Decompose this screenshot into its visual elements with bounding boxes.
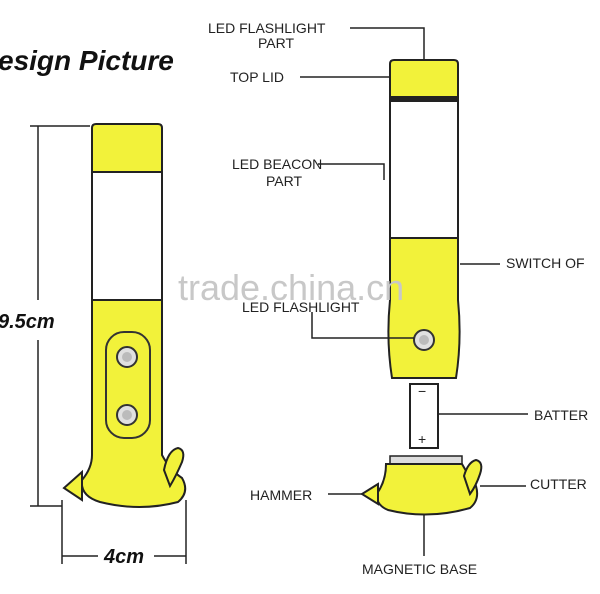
label-top-lid: TOP LID bbox=[230, 69, 284, 85]
label-led-flashlight-part-line2: PART bbox=[258, 35, 294, 51]
battery-icon bbox=[409, 383, 439, 449]
leader-lines bbox=[300, 27, 528, 556]
right-cutter-hook bbox=[462, 458, 483, 497]
width-dimension: 4cm bbox=[61, 500, 187, 568]
right-hammer-tip bbox=[360, 482, 379, 506]
label-switch-off: SWITCH OF bbox=[506, 255, 585, 271]
label-led-beacon-part-line2: PART bbox=[266, 173, 302, 189]
watermark: trade.china.cn bbox=[178, 267, 404, 308]
height-label: 9.5cm bbox=[0, 311, 55, 333]
label-hammer: HAMMER bbox=[250, 487, 312, 503]
exploded-view: − + bbox=[360, 59, 483, 516]
right-flashlight-body bbox=[387, 237, 461, 379]
magnetic-base bbox=[376, 463, 479, 516]
minus-icon: − bbox=[418, 383, 426, 399]
label-cutter: CUTTER bbox=[530, 476, 587, 492]
left-beacon-tube bbox=[91, 171, 163, 309]
label-led-flashlight-part-line1: LED FLASHLIGHT bbox=[208, 20, 326, 36]
plus-icon: + bbox=[418, 431, 426, 447]
left-top-lid bbox=[91, 123, 163, 173]
label-battery: BATTER bbox=[534, 407, 588, 423]
label-led-flashlight: LED FLASHLIGHT bbox=[242, 299, 360, 315]
base-cap bbox=[389, 455, 463, 465]
left-button-rail bbox=[105, 331, 151, 439]
left-cutter-hook bbox=[162, 446, 185, 489]
height-dimension: 9.5cm bbox=[0, 125, 90, 507]
right-top-lid bbox=[389, 59, 459, 101]
label-led-beacon-part-line1: LED BEACON bbox=[232, 156, 322, 172]
assembled-product bbox=[62, 123, 187, 508]
diagram-title: esign Picture bbox=[0, 45, 174, 76]
right-beacon-tube bbox=[389, 100, 459, 246]
width-label: 4cm bbox=[103, 546, 144, 568]
label-magnetic-base: MAGNETIC BASE bbox=[362, 561, 477, 577]
left-hammer-tip bbox=[62, 469, 83, 502]
